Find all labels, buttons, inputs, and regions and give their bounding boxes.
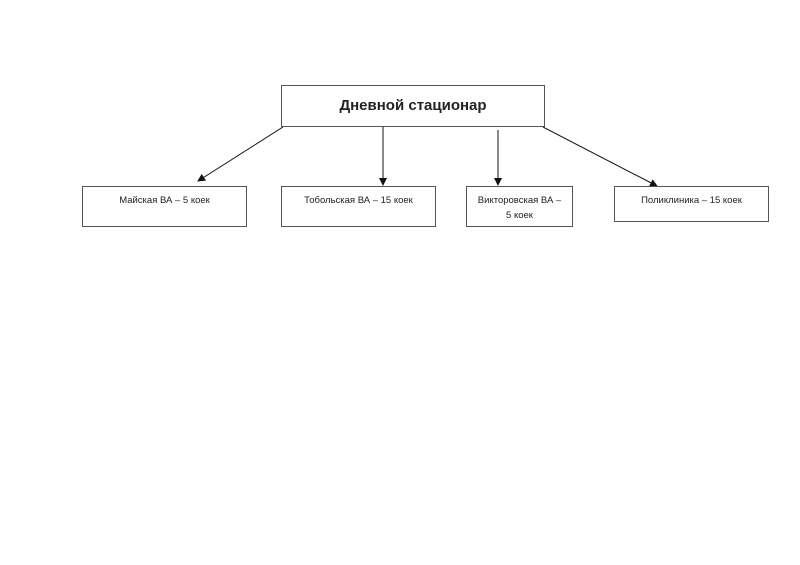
- node-viktorovskaya: Викторовская ВА – 5 коек: [466, 186, 573, 227]
- arrow-to-mayskaya: [197, 126, 284, 182]
- arrow-to-poliklinika: [542, 126, 658, 187]
- node-tobolskaya: Тобольская ВА – 15 коек: [281, 186, 436, 227]
- node-poliklinika: Поликлиника – 15 коек: [614, 186, 769, 222]
- node-mayskaya: Майская ВА – 5 коек: [82, 186, 247, 227]
- root-node: Дневной стационар: [281, 85, 545, 127]
